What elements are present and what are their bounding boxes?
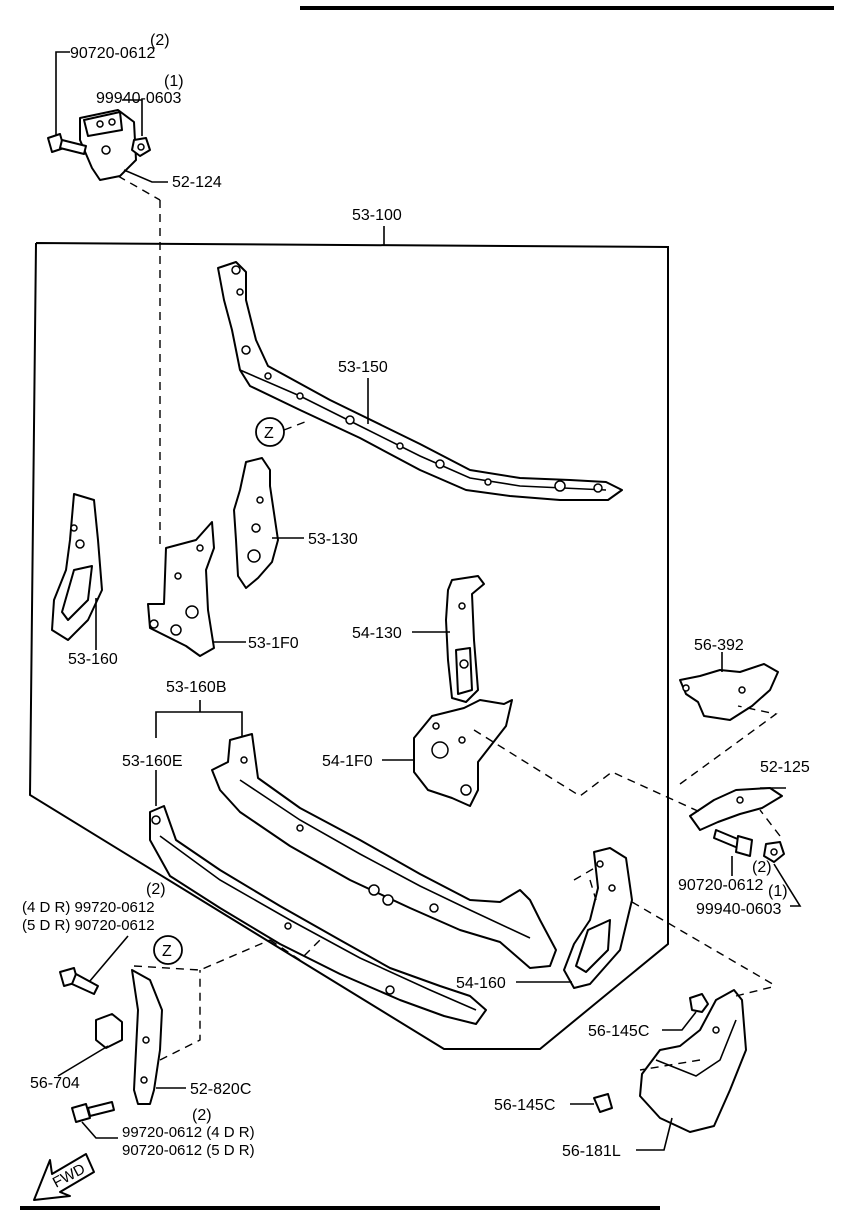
nut-right-qty: (1) [768, 883, 788, 900]
assembly-label: 53-100 [352, 207, 402, 224]
bracket-52-124 [79, 109, 137, 181]
bolt-right-label: 90720-0612 [678, 877, 764, 894]
bracket-52-820c-label: 52-820C [190, 1081, 251, 1098]
bolt-top-label: 90720-0612 [70, 45, 156, 62]
fwd-arrow: FWD [33, 1153, 95, 1201]
shield-56-181l-label: 56-181L [562, 1143, 621, 1160]
bracket-52-125-label: 52-125 [760, 759, 810, 776]
part-54-160-label: 54-160 [456, 975, 506, 992]
lower-53-160e-label: 53-160E [122, 753, 183, 770]
nut-top-label: 99940-0603 [96, 90, 182, 107]
clip-56-145c-a-label: 56-145C [588, 1023, 649, 1040]
z-marker-2-label: Z [162, 943, 172, 960]
bracket-52-125 [689, 787, 783, 831]
side-53-160 [51, 493, 103, 641]
nut-right [763, 841, 785, 863]
bolt-right-qty: (2) [752, 859, 772, 876]
clip-56-145c-a [689, 993, 709, 1013]
bracket-56-392 [679, 663, 779, 721]
bolt-bottom [71, 1101, 115, 1123]
bolt-bottom-qty: (2) [192, 1107, 212, 1124]
bracket-56-392-label: 56-392 [694, 637, 744, 654]
bracket-53-1f0 [147, 521, 215, 657]
bolt-top-qty: (2) [150, 32, 170, 49]
member-54-130-label: 54-130 [352, 625, 402, 642]
bracket-53-1f0-label: 53-1F0 [248, 635, 299, 652]
bolt-bottom-5dr-label: 90720-0612 (5 D R) [122, 1142, 255, 1159]
clip-56-145c-b-label: 56-145C [494, 1097, 555, 1114]
member-54-130 [445, 575, 485, 703]
bolt-left-5dr-label: (5 D R) 90720-0612 [22, 917, 155, 934]
clip-56-145c-b [593, 1093, 613, 1113]
assembly-frame [28, 242, 669, 1050]
upper-member-label: 53-150 [338, 359, 388, 376]
bracket-53-130 [233, 457, 279, 589]
bolt-left-qty: (2) [146, 881, 166, 898]
bolt-bottom-4dr-label: 99720-0612 (4 D R) [122, 1124, 255, 1141]
lower-53-160b-label: 53-160B [166, 679, 227, 696]
nut-top-qty: (1) [164, 73, 184, 90]
side-53-160-label: 53-160 [68, 651, 118, 668]
bolt-right [713, 829, 753, 857]
nut-right-label: 99940-0603 [696, 901, 782, 918]
bracket-52-820c [131, 969, 163, 1105]
bolt-left [59, 967, 99, 995]
upper-member-53-150 [217, 261, 623, 501]
lower-member-53-160e [149, 805, 487, 1025]
bracket-53-130-label: 53-130 [308, 531, 358, 548]
lower-member-53-160b [211, 733, 557, 969]
bracket-52-124-label: 52-124 [172, 174, 222, 191]
bolt-top [47, 133, 87, 155]
z-marker-1-label: Z [264, 425, 274, 442]
z-marker-1 [255, 417, 285, 447]
bracket-54-1f0-label: 54-1F0 [322, 753, 373, 770]
nut-top [131, 137, 151, 157]
cap-56-704-label: 56-704 [30, 1075, 80, 1092]
part-54-160 [563, 847, 633, 989]
z-marker-2 [153, 935, 183, 965]
bracket-54-1f0 [413, 699, 513, 807]
bolt-left-4dr-label: (4 D R) 99720-0612 [22, 899, 155, 916]
cap-56-704 [95, 1013, 123, 1049]
